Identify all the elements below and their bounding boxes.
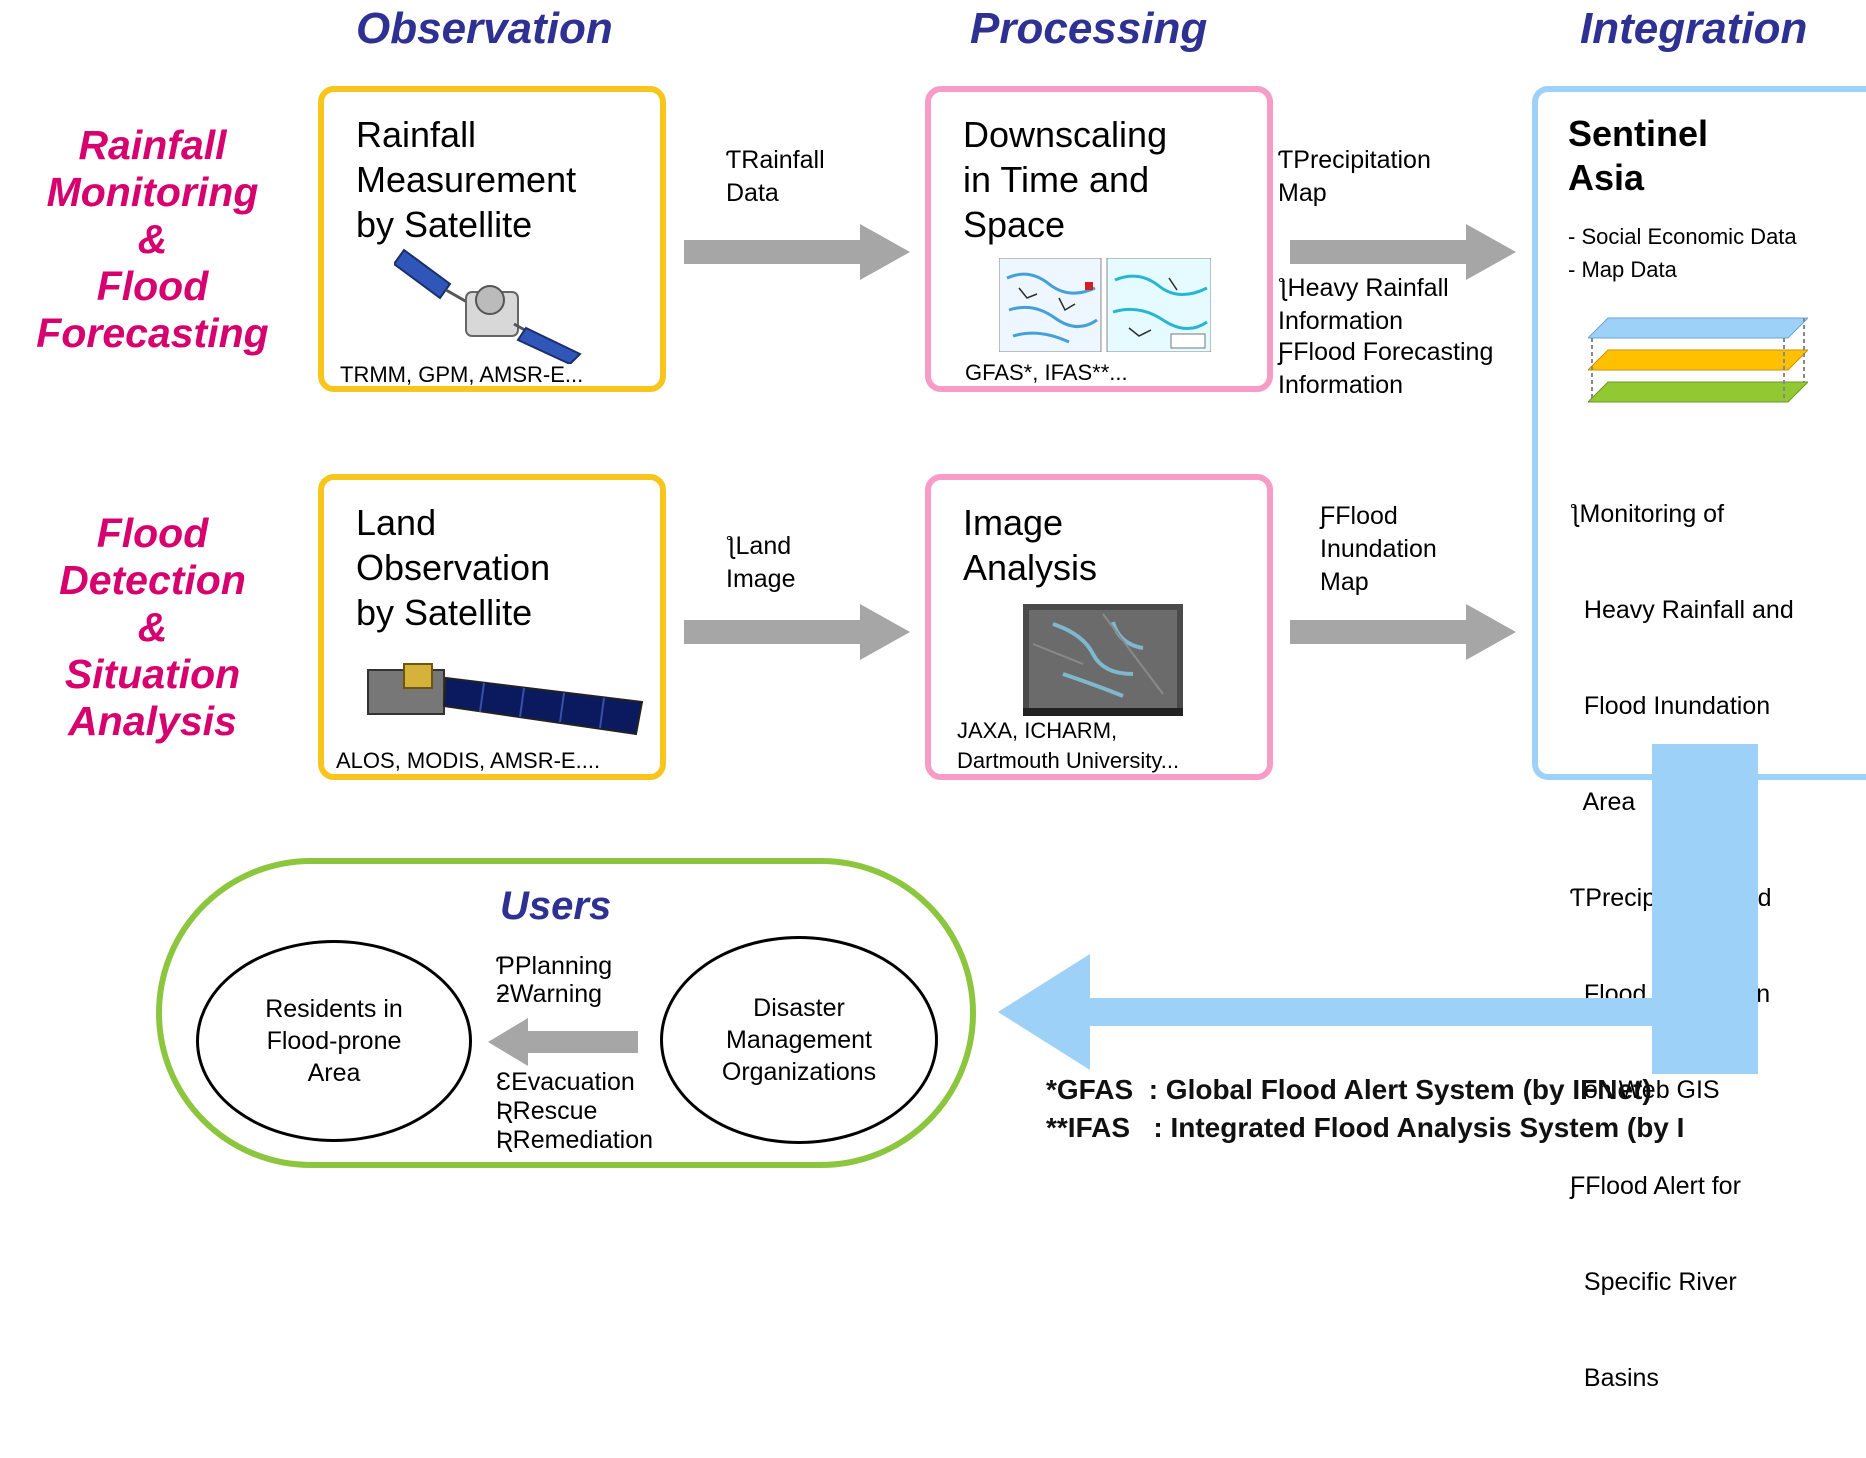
image-analysis-box: Image Analysis JAXA, ICHARM, Dartmouth U… (925, 474, 1273, 780)
label-precipitation-map: ƬPrecipitation Map (1278, 146, 1431, 207)
gis-layers-icon (1588, 317, 1808, 403)
residents-ellipse: Residents in Flood-prone Area (196, 940, 472, 1142)
label-rainfall-data: ƬRainfall Data (726, 146, 825, 207)
list-item: ƑFlood Alert for (1570, 1172, 1741, 1200)
precipitation-map-thumbnails (999, 258, 1211, 352)
column-heading-integration: Integration (1580, 4, 1808, 53)
label-flood-forecasting: ƑFlood Forecasting Information (1278, 338, 1494, 399)
downscaling-box: Downscaling in Time and Space GFAS*, IFA… (925, 86, 1273, 392)
rainfall-measurement-box: Rainfall Measurement by Satellite TRMM, … (318, 86, 666, 392)
box-note: ALOS, MODIS, AMSR-E.... (336, 748, 601, 773)
arrow-management-to-residents (488, 1018, 638, 1066)
list-item: Basins (1570, 1364, 1659, 1392)
footnote-ifas: **IFAS : Integrated Flood Analysis Syste… (1046, 1112, 1685, 1143)
list-item: Heavy Rainfall and (1570, 596, 1794, 624)
arrow-land-to-image (684, 604, 910, 660)
list-item: Area (1570, 788, 1636, 816)
box-note: JAXA, ICHARM, Dartmouth University... (957, 718, 1180, 773)
label-evacuation-rescue: ƐEvacuation ƦRescue ƦRemediation (496, 1068, 654, 1154)
label-flood-inundation-map: ƑFlood Inundation Map (1320, 502, 1437, 596)
arrow-image-to-integration (1290, 604, 1516, 660)
list-item: Specific River (1570, 1268, 1737, 1296)
arrow-integration-to-users (998, 744, 1758, 1074)
label-heavy-rainfall: ƪHeavy Rainfall Information (1278, 274, 1449, 335)
disaster-management-ellipse: Disaster Management Organizations (660, 936, 938, 1144)
footnote-gfas: *GFAS : Global Flood Alert System (by IF… (1046, 1074, 1652, 1105)
sar-image-thumbnail (1023, 604, 1183, 716)
rainfall-satellite-icon (394, 248, 582, 364)
box-note: GFAS*, IFAS**... (965, 360, 1128, 385)
box-title: Downscaling in Time and Space (963, 114, 1168, 245)
arrow-downscaling-to-integration (1290, 224, 1516, 280)
land-satellite-icon (367, 663, 644, 736)
list-item: Flood Inundation (1570, 692, 1771, 720)
land-observation-box: Land Observation by Satellite ALOS, MODI… (318, 474, 666, 780)
users-title: Users (500, 884, 612, 928)
label-planning-warning: ƤPlanning ƻWarning (496, 952, 613, 1008)
column-heading-observation: Observation (356, 4, 613, 53)
list-item: on Web GIS (1570, 1076, 1720, 1104)
list-item: - Map Data (1568, 257, 1677, 282)
box-note: TRMM, GPM, AMSR-E... (340, 362, 584, 387)
list-item: ƪMonitoring of (1570, 500, 1725, 528)
integration-title: Sentinel Asia (1568, 113, 1709, 198)
box-title: Land Observation by Satellite (356, 502, 551, 633)
list-item: - Social Economic Data (1568, 224, 1797, 249)
arrow-rainfall-to-downscaling (684, 224, 910, 280)
sentinel-asia-box: Sentinel Asia - Social Economic Data - M… (1532, 86, 1866, 1392)
box-title: Image Analysis (963, 502, 1098, 588)
box-title: Rainfall Measurement by Satellite (356, 114, 577, 245)
label-land-image: ƪLand Image (726, 532, 796, 593)
integration-data-list: - Social Economic Data - Map Data (1568, 220, 1797, 286)
column-heading-processing: Processing (970, 4, 1208, 53)
